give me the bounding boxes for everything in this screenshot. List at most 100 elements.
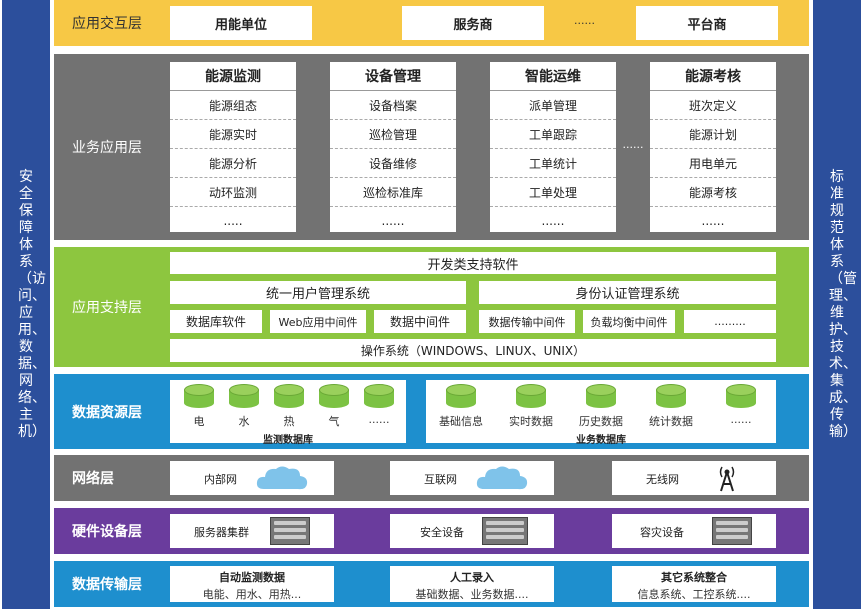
database-item-label: ...... [368, 413, 390, 426]
database-cylinder-icon [184, 384, 214, 412]
business-column-item: ...... [381, 214, 405, 228]
layer-label-interaction: 应用交互层 [72, 16, 142, 32]
security-device-icon [482, 517, 528, 545]
monitor-database-title: 监测数据库 [263, 435, 313, 446]
server-icon [270, 517, 310, 545]
business-column-item: 派单管理 [490, 91, 616, 120]
cloud-icon [476, 466, 528, 490]
transport-item-auto-monitor: 自动监测数据 电能、用水、用热... [170, 566, 334, 602]
middleware-web: Web应用中间件 [270, 310, 366, 333]
dev-support-software: 开发类支持软件 [170, 252, 776, 274]
security-system-label: 安全保障体系（访问、应用、数据、网络、主机） [18, 168, 46, 440]
network-layer: 网络层 内部网 互联网 无线网 [54, 455, 809, 501]
interaction-item-platform: 平台商 [636, 6, 778, 40]
business-column-title: 能源监测 [170, 62, 296, 91]
network-label-wireless: 无线网 [646, 473, 679, 486]
operating-system: 操作系统（WINDOWS、LINUX、UNIX） [170, 339, 776, 362]
middleware-data: 数据中间件 [374, 310, 466, 333]
unified-user-management: 统一用户管理系统 [170, 281, 466, 304]
cloud-icon [256, 466, 308, 490]
database-item-label: 气 [328, 415, 340, 428]
business-column-item: ..... [223, 214, 243, 228]
data-resource-layer: 数据资源层 电 水 热 气...... 监测数据库 基础信息 实时数据 历史数据 统计数据.… [54, 374, 809, 449]
hardware-layer: 硬件设备层 服务器集群 安全设备 容灾设备 [54, 508, 809, 554]
hardware-item-disaster-recovery: 容灾设备 [612, 514, 776, 548]
layer-label-transport: 数据传输层 [72, 577, 142, 593]
database-cylinder-icon [229, 384, 259, 412]
transport-title-other-systems: 其它系统整合 [661, 571, 727, 584]
database-cylinder-icon [364, 384, 394, 412]
business-column-item: 能源分析 [170, 149, 296, 178]
database-item-label: 历史数据 [579, 415, 623, 428]
database-item-label: 热 [283, 415, 295, 428]
business-column-energy-monitoring: 能源监测能源组态能源实时能源分析动环监测..... [170, 62, 296, 232]
network-item-wireless: 无线网 [612, 461, 776, 495]
hardware-label-disaster-recovery: 容灾设备 [640, 526, 684, 539]
monitor-database-panel: 电 水 热 气...... 监测数据库 [170, 380, 406, 446]
layer-label-data: 数据资源层 [72, 404, 142, 421]
database-item-label: 基础信息 [439, 415, 483, 428]
database-item-label: 实时数据 [509, 415, 553, 428]
data-transport-layer: 数据传输层 自动监测数据 电能、用水、用热... 人工录入 基础数据、业务数据.… [54, 561, 809, 607]
database-cylinder-icon [274, 384, 304, 412]
middleware-load-balance: 负载均衡中间件 [583, 310, 675, 333]
business-column-item: ...... [541, 214, 565, 228]
business-column-equipment-management: 设备管理设备档案巡检管理设备维修巡检标准库...... [330, 62, 456, 232]
layer-label-support: 应用支持层 [72, 300, 142, 316]
business-column-item: 用电单元 [650, 149, 776, 178]
disaster-recovery-icon [712, 517, 752, 545]
hardware-label-server-cluster: 服务器集群 [194, 526, 249, 539]
hardware-item-server-cluster: 服务器集群 [170, 514, 334, 548]
standard-system-label: 标准规范体系（管理、维护、技术、集成、传输） [829, 168, 857, 440]
business-column-item: 动环监测 [170, 178, 296, 207]
middleware-database: 数据库软件 [170, 310, 262, 333]
business-column-energy-assessment: 能源考核班次定义能源计划用电单元能源考核...... [650, 62, 776, 232]
database-cylinder-icon [726, 384, 756, 412]
security-system-bar: 安全保障体系（访问、应用、数据、网络、主机） [2, 0, 50, 609]
database-cylinder-icon [319, 384, 349, 412]
database-cylinder-icon [656, 384, 686, 412]
interaction-item-service-provider: 服务商 [402, 6, 544, 40]
business-column-title: 设备管理 [330, 62, 456, 91]
business-column-item: 能源组态 [170, 91, 296, 120]
business-column-item: 设备档案 [330, 91, 456, 120]
network-item-internet: 互联网 [390, 461, 554, 495]
hardware-item-security: 安全设备 [390, 514, 554, 548]
transport-item-manual-entry: 人工录入 基础数据、业务数据.... [390, 566, 554, 602]
transport-sub-other-systems: 信息系统、工控系统.... [637, 588, 751, 601]
transport-title-manual-entry: 人工录入 [450, 571, 494, 584]
business-column-item: 工单统计 [490, 149, 616, 178]
transport-sub-auto-monitor: 电能、用水、用热... [202, 588, 302, 601]
identity-auth-management: 身份认证管理系统 [479, 281, 776, 304]
transport-sub-manual-entry: 基础数据、业务数据.... [415, 588, 529, 601]
database-item-label: 统计数据 [649, 415, 693, 428]
business-column-item: 能源考核 [650, 178, 776, 207]
database-item-label: 水 [238, 415, 250, 428]
business-column-item: 巡检标准库 [330, 178, 456, 207]
business-database-title: 业务数据库 [576, 435, 626, 446]
network-item-intranet: 内部网 [170, 461, 334, 495]
layer-label-network: 网络层 [72, 471, 114, 487]
business-column-title: 智能运维 [490, 62, 616, 91]
transport-item-other-systems: 其它系统整合 信息系统、工控系统.... [612, 566, 776, 602]
database-item-label: ...... [730, 413, 752, 426]
business-column-item: 能源实时 [170, 120, 296, 149]
database-cylinder-icon [586, 384, 616, 412]
support-layer: 应用支持层 开发类支持软件 统一用户管理系统 身份认证管理系统 数据库软件 We… [54, 247, 809, 367]
database-item-label: 电 [193, 415, 205, 428]
business-column-item: 班次定义 [650, 91, 776, 120]
layer-label-business: 业务应用层 [72, 140, 142, 156]
business-ellipsis: ...... [622, 137, 644, 151]
transport-title-auto-monitor: 自动监测数据 [219, 571, 285, 584]
middleware-transfer: 数据传输中间件 [479, 310, 575, 333]
hardware-label-security: 安全设备 [420, 526, 464, 539]
business-column-item: ...... [701, 214, 725, 228]
interaction-ellipsis: ...... [574, 14, 595, 27]
standard-system-bar: 标准规范体系（管理、维护、技术、集成、传输） [813, 0, 861, 609]
layer-label-hardware: 硬件设备层 [72, 524, 142, 540]
business-column-item: 工单处理 [490, 178, 616, 207]
business-database-panel: 基础信息 实时数据 历史数据 统计数据...... 业务数据库 [426, 380, 776, 446]
middleware-ellipsis: ......... [684, 310, 776, 333]
network-label-intranet: 内部网 [204, 473, 237, 486]
business-column-smart-operations: 智能运维派单管理工单跟踪工单统计工单处理...... [490, 62, 616, 232]
